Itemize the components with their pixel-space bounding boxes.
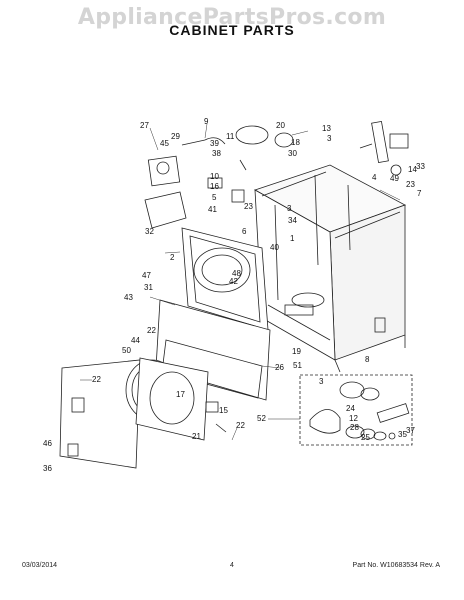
page-title: CABINET PARTS xyxy=(169,22,295,38)
callout-48: 48 xyxy=(232,269,241,278)
callout-44: 44 xyxy=(131,336,140,345)
footer-part-number: Part No. W10683534 Rev. A xyxy=(353,562,440,569)
callout-8: 8 xyxy=(365,355,370,364)
callout-11: 11 xyxy=(226,132,235,141)
callout-16: 16 xyxy=(210,182,219,191)
console-parts xyxy=(144,125,294,229)
callout-14: 14 xyxy=(408,165,417,174)
callout-39: 39 xyxy=(210,139,219,148)
callout-34: 34 xyxy=(288,216,297,225)
callout-50: 50 xyxy=(122,346,131,355)
revision-label: Rev. xyxy=(419,562,434,569)
callout-49: 49 xyxy=(390,174,399,183)
footer-date: 03/03/2014 xyxy=(22,562,58,569)
callout-17: 17 xyxy=(176,390,185,399)
callout-46: 46 xyxy=(43,439,52,448)
callout-31: 31 xyxy=(144,283,153,292)
callout-22: 22 xyxy=(147,326,156,335)
exhaust-kit-box xyxy=(299,374,413,446)
callout-23: 23 xyxy=(406,180,415,189)
callout-38: 38 xyxy=(212,149,221,158)
part-number-value: W10683534 xyxy=(380,562,418,569)
callout-21: 21 xyxy=(192,432,201,441)
door-assembly xyxy=(59,357,227,469)
part-number-label: Part No. xyxy=(352,562,379,569)
callout-25: 25 xyxy=(361,433,370,442)
callout-28: 28 xyxy=(350,423,359,432)
callout-36: 36 xyxy=(43,464,52,473)
front-panel xyxy=(181,227,269,331)
callout-18: 18 xyxy=(291,138,300,147)
callout-27: 27 xyxy=(140,121,149,130)
callout-5: 5 xyxy=(212,193,217,202)
callout-7: 7 xyxy=(417,189,422,198)
callout-32: 32 xyxy=(145,227,154,236)
callout-47: 47 xyxy=(142,271,151,280)
callout-22: 22 xyxy=(92,375,101,384)
callout-10: 10 xyxy=(210,172,219,181)
callout-4: 4 xyxy=(372,173,377,182)
callout-37: 37 xyxy=(406,426,415,435)
callout-24: 24 xyxy=(346,404,355,413)
leader-lines xyxy=(80,123,401,441)
cabinet-body xyxy=(254,164,406,373)
revision-value: A xyxy=(435,562,440,569)
footer-page-number: 4 xyxy=(230,562,234,569)
callout-3: 3 xyxy=(287,204,292,213)
callout-35: 35 xyxy=(398,430,407,439)
callout-12: 12 xyxy=(349,414,358,423)
callout-33: 33 xyxy=(416,162,425,171)
callout-3: 3 xyxy=(327,134,332,143)
watermark: AppliancePartsPros.com xyxy=(77,5,387,30)
callout-9: 9 xyxy=(204,117,209,126)
callout-22: 22 xyxy=(236,421,245,430)
callout-23: 23 xyxy=(244,202,253,211)
callout-45: 45 xyxy=(160,139,169,148)
callout-52: 52 xyxy=(257,414,266,423)
callout-15: 15 xyxy=(219,406,228,415)
callout-26: 26 xyxy=(275,363,284,372)
callout-42: 42 xyxy=(229,277,238,286)
callout-30: 30 xyxy=(288,149,297,158)
callout-1: 1 xyxy=(290,234,295,243)
right-bracket-parts xyxy=(359,120,409,176)
callout-3: 3 xyxy=(319,377,324,386)
callout-29: 29 xyxy=(171,132,180,141)
callout-43: 43 xyxy=(124,293,133,302)
callout-2: 2 xyxy=(170,253,175,262)
callout-13: 13 xyxy=(322,124,331,133)
callout-6: 6 xyxy=(242,227,247,236)
callout-40: 40 xyxy=(270,243,279,252)
callout-41: 41 xyxy=(208,205,217,214)
callout-20: 20 xyxy=(276,121,285,130)
callout-19: 19 xyxy=(292,347,301,356)
callout-51: 51 xyxy=(293,361,302,370)
